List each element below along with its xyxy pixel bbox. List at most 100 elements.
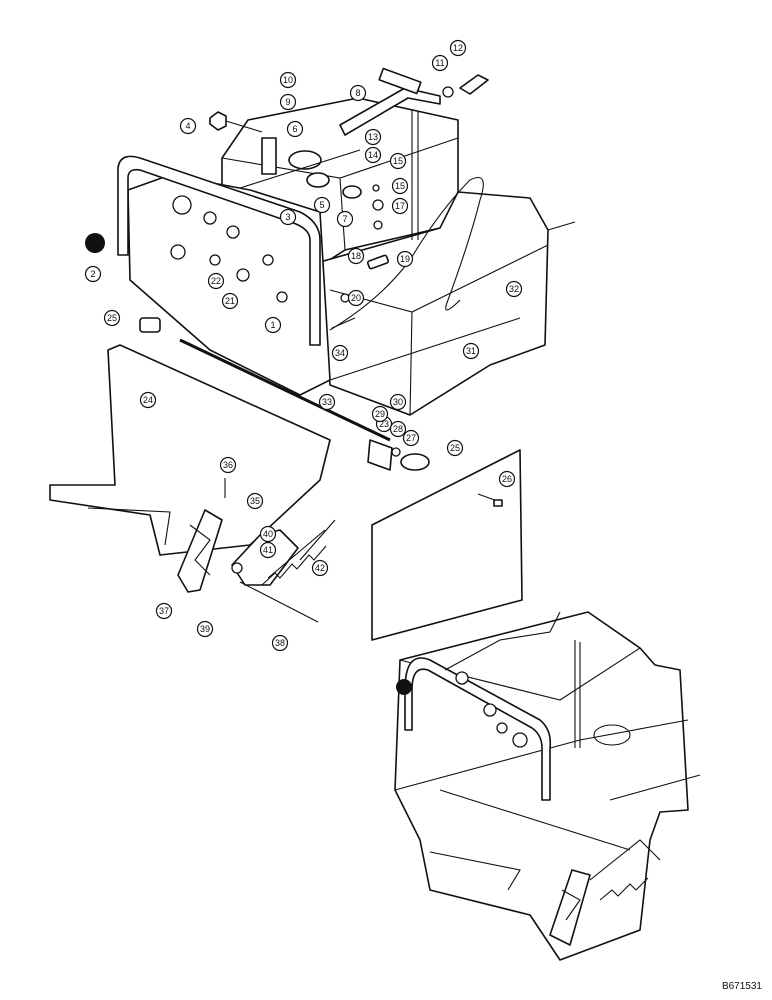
callout-circle: [446, 439, 464, 457]
callout-14: 14: [364, 146, 382, 164]
fuel-tank: [319, 191, 576, 416]
callout-41: 41: [259, 541, 277, 559]
throttle-lever: [339, 67, 489, 240]
callout-label: 17: [395, 201, 405, 211]
friction-discs: [239, 135, 384, 230]
bolt-19: [366, 254, 390, 270]
callout-32: 32: [505, 280, 523, 298]
callout-8: 8: [349, 84, 367, 102]
callout-16: 15: [391, 177, 409, 195]
callout-29: 29: [371, 405, 389, 423]
callout-circle: [364, 146, 382, 164]
callout-24: 24: [139, 391, 157, 409]
callout-42: 42: [311, 559, 329, 577]
callout-label: 23: [379, 419, 389, 429]
callout-circle: [286, 120, 304, 138]
callout-37: 37: [155, 602, 173, 620]
callout-19: 19: [396, 250, 414, 268]
side-panel: [371, 449, 523, 641]
assembled-view: [394, 611, 701, 961]
callout-label: 15: [393, 156, 403, 166]
nut-20: [340, 293, 350, 303]
callout-label: 24: [143, 395, 153, 405]
callout-label: 40: [263, 529, 273, 539]
callout-circle: [219, 456, 237, 474]
callout-label: 13: [368, 132, 378, 142]
callout-circle: [311, 559, 329, 577]
callout-circle: [462, 342, 480, 360]
callout-28: 28: [389, 420, 407, 438]
pedal-shaft: [139, 317, 430, 471]
callout-circle: [246, 492, 264, 510]
callout-40: 40: [259, 525, 277, 543]
bolt-26: [477, 493, 503, 507]
callout-circle: [279, 93, 297, 111]
instrument-panel: [127, 174, 331, 396]
callout-label: 30: [393, 397, 403, 407]
callout-label: 41: [263, 545, 273, 555]
callout-22: 22: [207, 272, 225, 290]
callout-circle: [364, 128, 382, 146]
spring-42: [261, 545, 327, 586]
callout-13: 13: [364, 128, 382, 146]
callout-35: 35: [246, 492, 264, 510]
callout-label: 4: [185, 121, 190, 131]
callout-36: 36: [219, 456, 237, 474]
callout-circle: [347, 247, 365, 265]
callout-circle: [155, 602, 173, 620]
callout-21: 21: [221, 292, 239, 310]
bolt-4: [209, 111, 263, 133]
callout-label: 31: [466, 346, 476, 356]
callout-label: 1: [270, 320, 275, 330]
callout-circle: [389, 152, 407, 170]
callout-circle: [279, 71, 297, 89]
callout-circle: [221, 292, 239, 310]
callout-9: 9: [279, 93, 297, 111]
callout-circle: [371, 405, 389, 423]
callout-25b: 25: [446, 439, 464, 457]
callout-label: 6: [292, 124, 297, 134]
callout-label: 42: [315, 563, 325, 573]
callout-39: 39: [196, 620, 214, 638]
callout-26: 26: [498, 470, 516, 488]
callout-label: 38: [275, 638, 285, 648]
callout-circle: [259, 541, 277, 559]
callout-label: 11: [435, 58, 444, 68]
callout-label: 3: [285, 212, 290, 222]
callout-circle: [264, 316, 282, 334]
roll-bar: [117, 155, 321, 346]
callout-circle: [259, 525, 277, 543]
callout-label: 28: [393, 424, 403, 434]
callout-label: 32: [509, 284, 519, 294]
callout-10: 10: [279, 71, 297, 89]
callout-3: 3: [279, 208, 297, 226]
callout-circle: [318, 393, 336, 411]
callout-label: 22: [211, 276, 221, 286]
callout-circle: [431, 54, 449, 72]
callout-label: 7: [342, 214, 347, 224]
callout-label: 25: [450, 443, 460, 453]
callout-circle: [449, 39, 467, 57]
callout-label: 36: [223, 460, 233, 470]
callout-1: 1: [264, 316, 282, 334]
callout-label: 20: [351, 293, 361, 303]
callout-label: 19: [400, 254, 410, 264]
callout-label: 27: [406, 433, 416, 443]
callout-circle: [349, 84, 367, 102]
callout-label: 21: [225, 296, 235, 306]
callout-circle: [391, 177, 409, 195]
callout-circle: [207, 272, 225, 290]
callout-label: 5: [319, 200, 324, 210]
callout-34: 34: [331, 344, 349, 362]
callout-4: 4: [179, 117, 197, 135]
callout-circle: [391, 197, 409, 215]
callout-7: 7: [336, 210, 354, 228]
callout-12: 12: [449, 39, 467, 57]
callout-label: 39: [200, 624, 210, 634]
callout-31: 31: [462, 342, 480, 360]
callout-circle: [389, 420, 407, 438]
callout-20: 20: [347, 289, 365, 307]
callout-6: 6: [286, 120, 304, 138]
